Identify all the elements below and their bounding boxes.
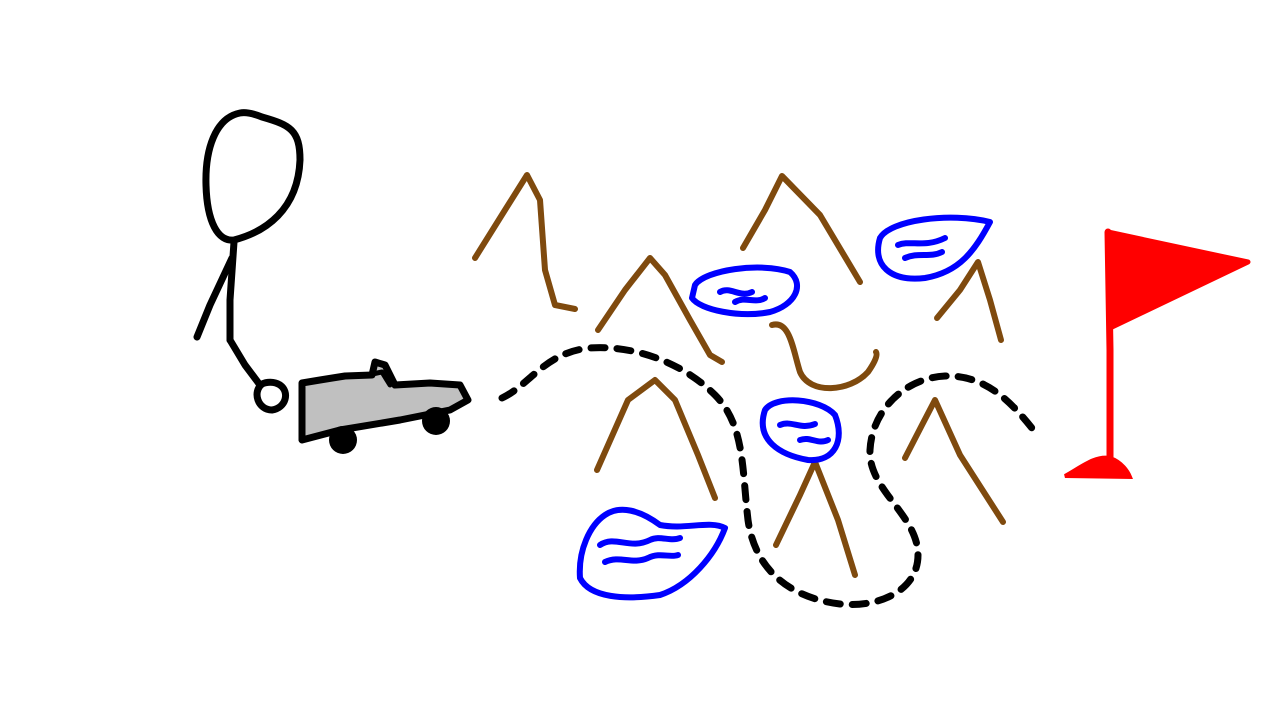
lake-ripple	[895, 235, 948, 261]
lake	[759, 397, 842, 464]
stick-figure-leash-arm	[226, 336, 264, 389]
car-window	[365, 369, 393, 388]
flag-base	[1057, 455, 1133, 480]
valley-curve	[769, 321, 880, 392]
lake	[576, 506, 728, 601]
lake-ripple	[597, 535, 683, 565]
lake	[689, 264, 801, 317]
stick-figure-arm	[193, 254, 236, 341]
toy-car	[298, 358, 472, 454]
stick-figure	[193, 109, 304, 414]
stick-figure-hand	[253, 378, 290, 414]
mountain	[594, 377, 718, 501]
lake-ripple	[717, 287, 768, 305]
mountain	[934, 259, 1004, 343]
stick-figure-head	[202, 109, 304, 244]
car-wheel-rear	[329, 426, 357, 454]
mountains	[472, 172, 1006, 578]
lake	[875, 214, 993, 282]
dashed-route	[498, 344, 1039, 609]
car-wheel-front	[422, 407, 450, 435]
mountain	[740, 173, 863, 285]
car-body	[298, 358, 472, 444]
flag-banner	[1105, 229, 1251, 331]
lake-ripple	[777, 420, 831, 445]
mountain	[902, 397, 1006, 525]
mountain	[595, 255, 725, 365]
goal-flag	[1057, 228, 1251, 480]
flag-pole	[1104, 228, 1114, 466]
mountain	[773, 459, 858, 578]
mountain	[472, 172, 578, 312]
lakes	[576, 214, 993, 601]
